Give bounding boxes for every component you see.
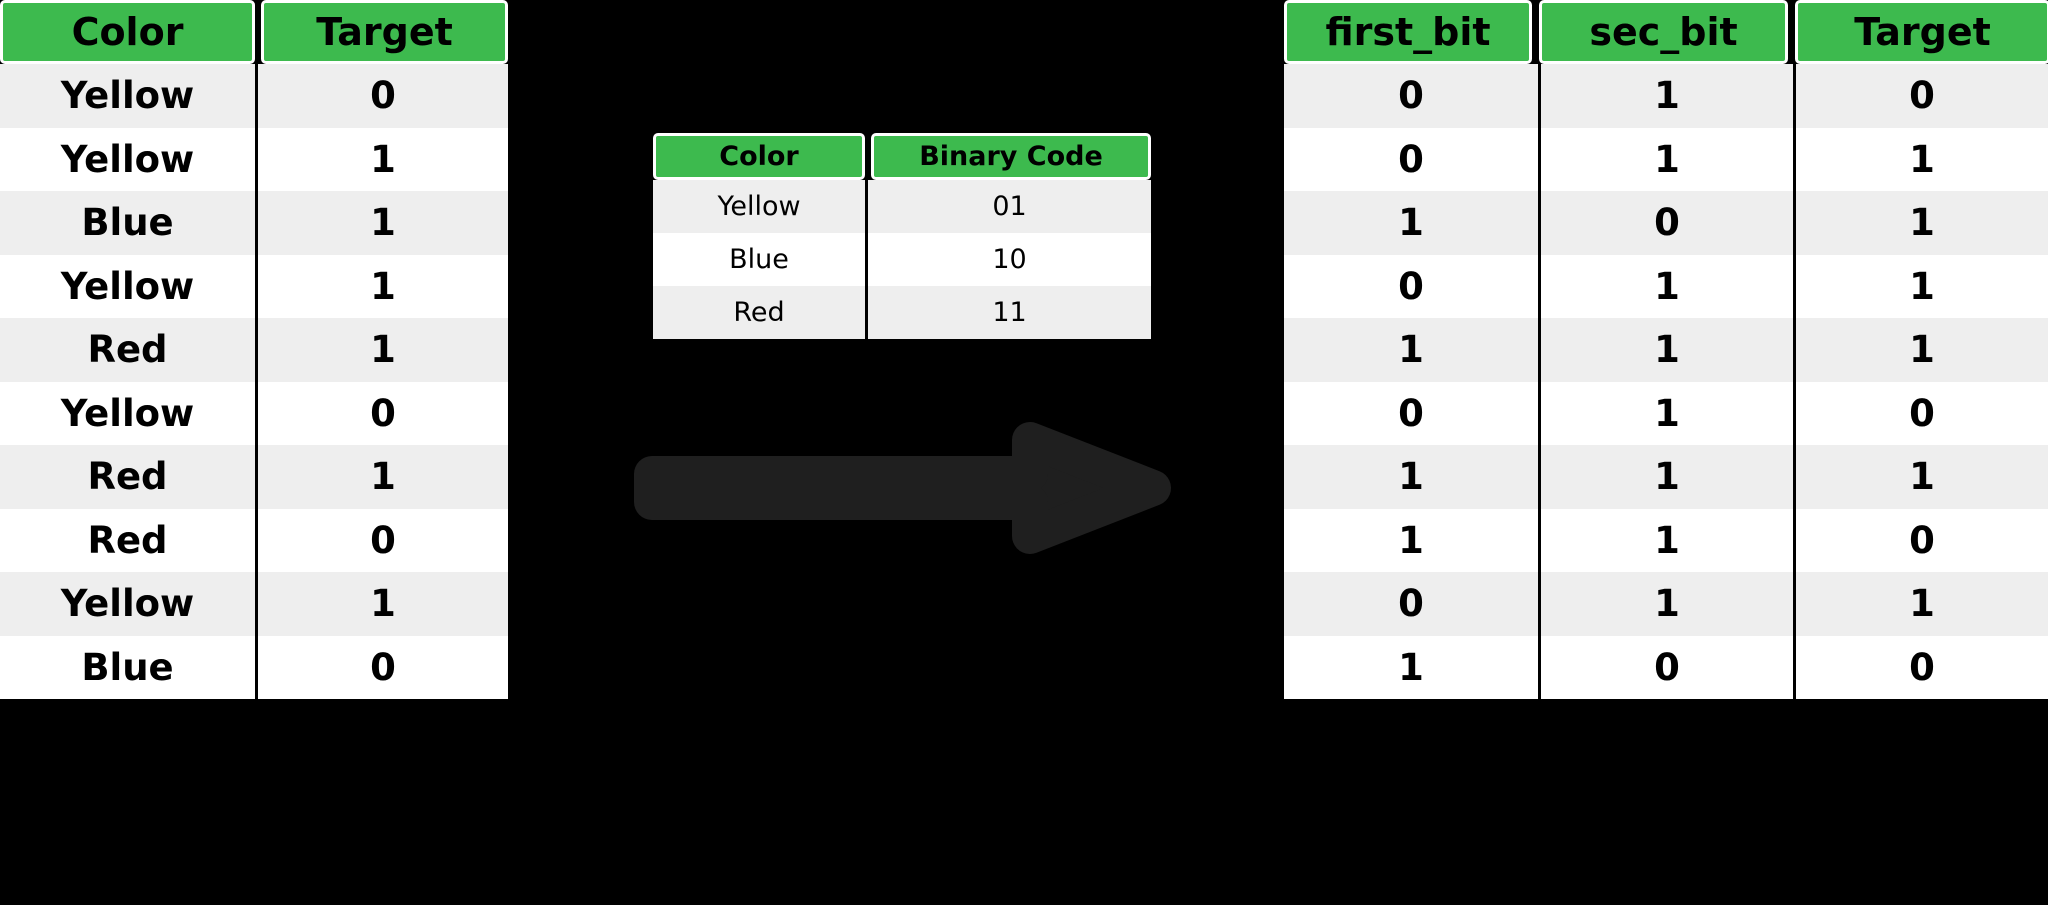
table-row: 0 1 1 bbox=[1284, 254, 2048, 318]
cell-target: 1 bbox=[255, 445, 508, 509]
cell-color: Yellow bbox=[60, 582, 195, 626]
cell-target: 1 bbox=[1793, 127, 2048, 191]
cell-target: 1 bbox=[255, 572, 508, 636]
cell-first-bit: 0 bbox=[1398, 137, 1424, 181]
table-row: Yellow 01 bbox=[653, 180, 1151, 233]
cell-color: Yellow bbox=[60, 264, 195, 308]
cell-color: Yellow bbox=[717, 191, 801, 222]
cell-target: 0 bbox=[255, 635, 508, 699]
table-row: Red 0 bbox=[0, 508, 508, 572]
table-row: 0 1 1 bbox=[1284, 127, 2048, 191]
cell-color: Yellow bbox=[60, 74, 195, 118]
table-header-row: Color Binary Code bbox=[653, 133, 1151, 180]
cell-sec-bit: 1 bbox=[1538, 318, 1793, 382]
cell-first-bit: 1 bbox=[1398, 518, 1424, 562]
table-row: Yellow 1 bbox=[0, 254, 508, 318]
table-row: Yellow 0 bbox=[0, 64, 508, 128]
table-row: Yellow 1 bbox=[0, 572, 508, 636]
transform-arrow-icon bbox=[634, 422, 1171, 554]
table-row: Yellow 1 bbox=[0, 127, 508, 191]
column-header-target: Target bbox=[261, 0, 508, 64]
cell-sec-bit: 1 bbox=[1538, 572, 1793, 636]
cell-target: 0 bbox=[255, 64, 508, 128]
cell-color: Blue bbox=[729, 244, 789, 275]
table-row: 1 0 1 bbox=[1284, 191, 2048, 255]
table-body: 0 1 0 0 1 1 1 0 1 0 1 1 1 1 1 0 1 0 bbox=[1284, 64, 2048, 699]
cell-sec-bit: 1 bbox=[1538, 381, 1793, 445]
table-row: Red 11 bbox=[653, 286, 1151, 339]
table-row: 1 1 1 bbox=[1284, 445, 2048, 509]
cell-color: Red bbox=[733, 297, 785, 328]
column-header-first-bit: first_bit bbox=[1284, 0, 1532, 64]
table-row: 1 1 0 bbox=[1284, 508, 2048, 572]
cell-target: 0 bbox=[1793, 635, 2048, 699]
cell-target: 1 bbox=[255, 191, 508, 255]
cell-target: 1 bbox=[255, 318, 508, 382]
cell-sec-bit: 1 bbox=[1538, 508, 1793, 572]
cell-target: 0 bbox=[1793, 381, 2048, 445]
cell-sec-bit: 0 bbox=[1538, 191, 1793, 255]
cell-first-bit: 1 bbox=[1398, 328, 1424, 372]
cell-target: 1 bbox=[1793, 445, 2048, 509]
cell-target: 1 bbox=[255, 254, 508, 318]
cell-target: 1 bbox=[1793, 191, 2048, 255]
cell-target: 0 bbox=[1793, 64, 2048, 128]
cell-first-bit: 1 bbox=[1398, 201, 1424, 245]
cell-color: Yellow bbox=[60, 391, 195, 435]
cell-target: 0 bbox=[255, 508, 508, 572]
cell-target: 0 bbox=[1793, 508, 2048, 572]
cell-first-bit: 0 bbox=[1398, 74, 1424, 118]
binary-encoded-table: first_bit sec_bit Target 0 1 0 0 1 1 1 0… bbox=[1284, 0, 2048, 699]
cell-sec-bit: 1 bbox=[1538, 127, 1793, 191]
cell-first-bit: 0 bbox=[1398, 264, 1424, 308]
cell-sec-bit: 1 bbox=[1538, 254, 1793, 318]
table-header-row: first_bit sec_bit Target bbox=[1284, 0, 2048, 64]
table-row: Red 1 bbox=[0, 445, 508, 509]
cell-sec-bit: 1 bbox=[1538, 445, 1793, 509]
color-target-table: Color Target Yellow 0 Yellow 1 Blue 1 Ye… bbox=[0, 0, 508, 699]
column-header-color: Color bbox=[0, 0, 255, 64]
cell-first-bit: 1 bbox=[1398, 645, 1424, 689]
cell-color: Red bbox=[87, 328, 168, 372]
table-row: 1 0 0 bbox=[1284, 635, 2048, 699]
cell-target: 0 bbox=[255, 381, 508, 445]
cell-binary-code: 10 bbox=[865, 233, 1151, 286]
cell-first-bit: 0 bbox=[1398, 582, 1424, 626]
cell-sec-bit: 1 bbox=[1538, 64, 1793, 128]
table-body: Yellow 0 Yellow 1 Blue 1 Yellow 1 Red 1 … bbox=[0, 64, 508, 699]
cell-first-bit: 1 bbox=[1398, 455, 1424, 499]
cell-color: Red bbox=[87, 455, 168, 499]
color-binary-code-mapping: Color Binary Code Yellow 01 Blue 10 Red … bbox=[653, 133, 1151, 339]
table-row: 0 1 0 bbox=[1284, 64, 2048, 128]
table-header-row: Color Target bbox=[0, 0, 508, 64]
table-row: Blue 10 bbox=[653, 233, 1151, 286]
cell-color: Yellow bbox=[60, 137, 195, 181]
column-header-sec-bit: sec_bit bbox=[1539, 0, 1788, 64]
table-body: Yellow 01 Blue 10 Red 11 bbox=[653, 180, 1151, 339]
cell-color: Blue bbox=[81, 645, 174, 689]
table-row: Yellow 0 bbox=[0, 381, 508, 445]
cell-binary-code: 11 bbox=[865, 286, 1151, 339]
cell-first-bit: 0 bbox=[1398, 391, 1424, 435]
column-header-binary-code: Binary Code bbox=[871, 133, 1151, 180]
column-header-color: Color bbox=[653, 133, 865, 180]
table-row: 1 1 1 bbox=[1284, 318, 2048, 382]
cell-sec-bit: 0 bbox=[1538, 635, 1793, 699]
cell-target: 1 bbox=[255, 127, 508, 191]
table-row: 0 1 1 bbox=[1284, 572, 2048, 636]
cell-target: 1 bbox=[1793, 572, 2048, 636]
cell-color: Red bbox=[87, 518, 168, 562]
column-header-target: Target bbox=[1795, 0, 2048, 64]
table-row: Blue 0 bbox=[0, 635, 508, 699]
cell-binary-code: 01 bbox=[865, 180, 1151, 233]
table-row: 0 1 0 bbox=[1284, 381, 2048, 445]
table-row: Red 1 bbox=[0, 318, 508, 382]
table-row: Blue 1 bbox=[0, 191, 508, 255]
cell-target: 1 bbox=[1793, 254, 2048, 318]
cell-color: Blue bbox=[81, 201, 174, 245]
cell-target: 1 bbox=[1793, 318, 2048, 382]
